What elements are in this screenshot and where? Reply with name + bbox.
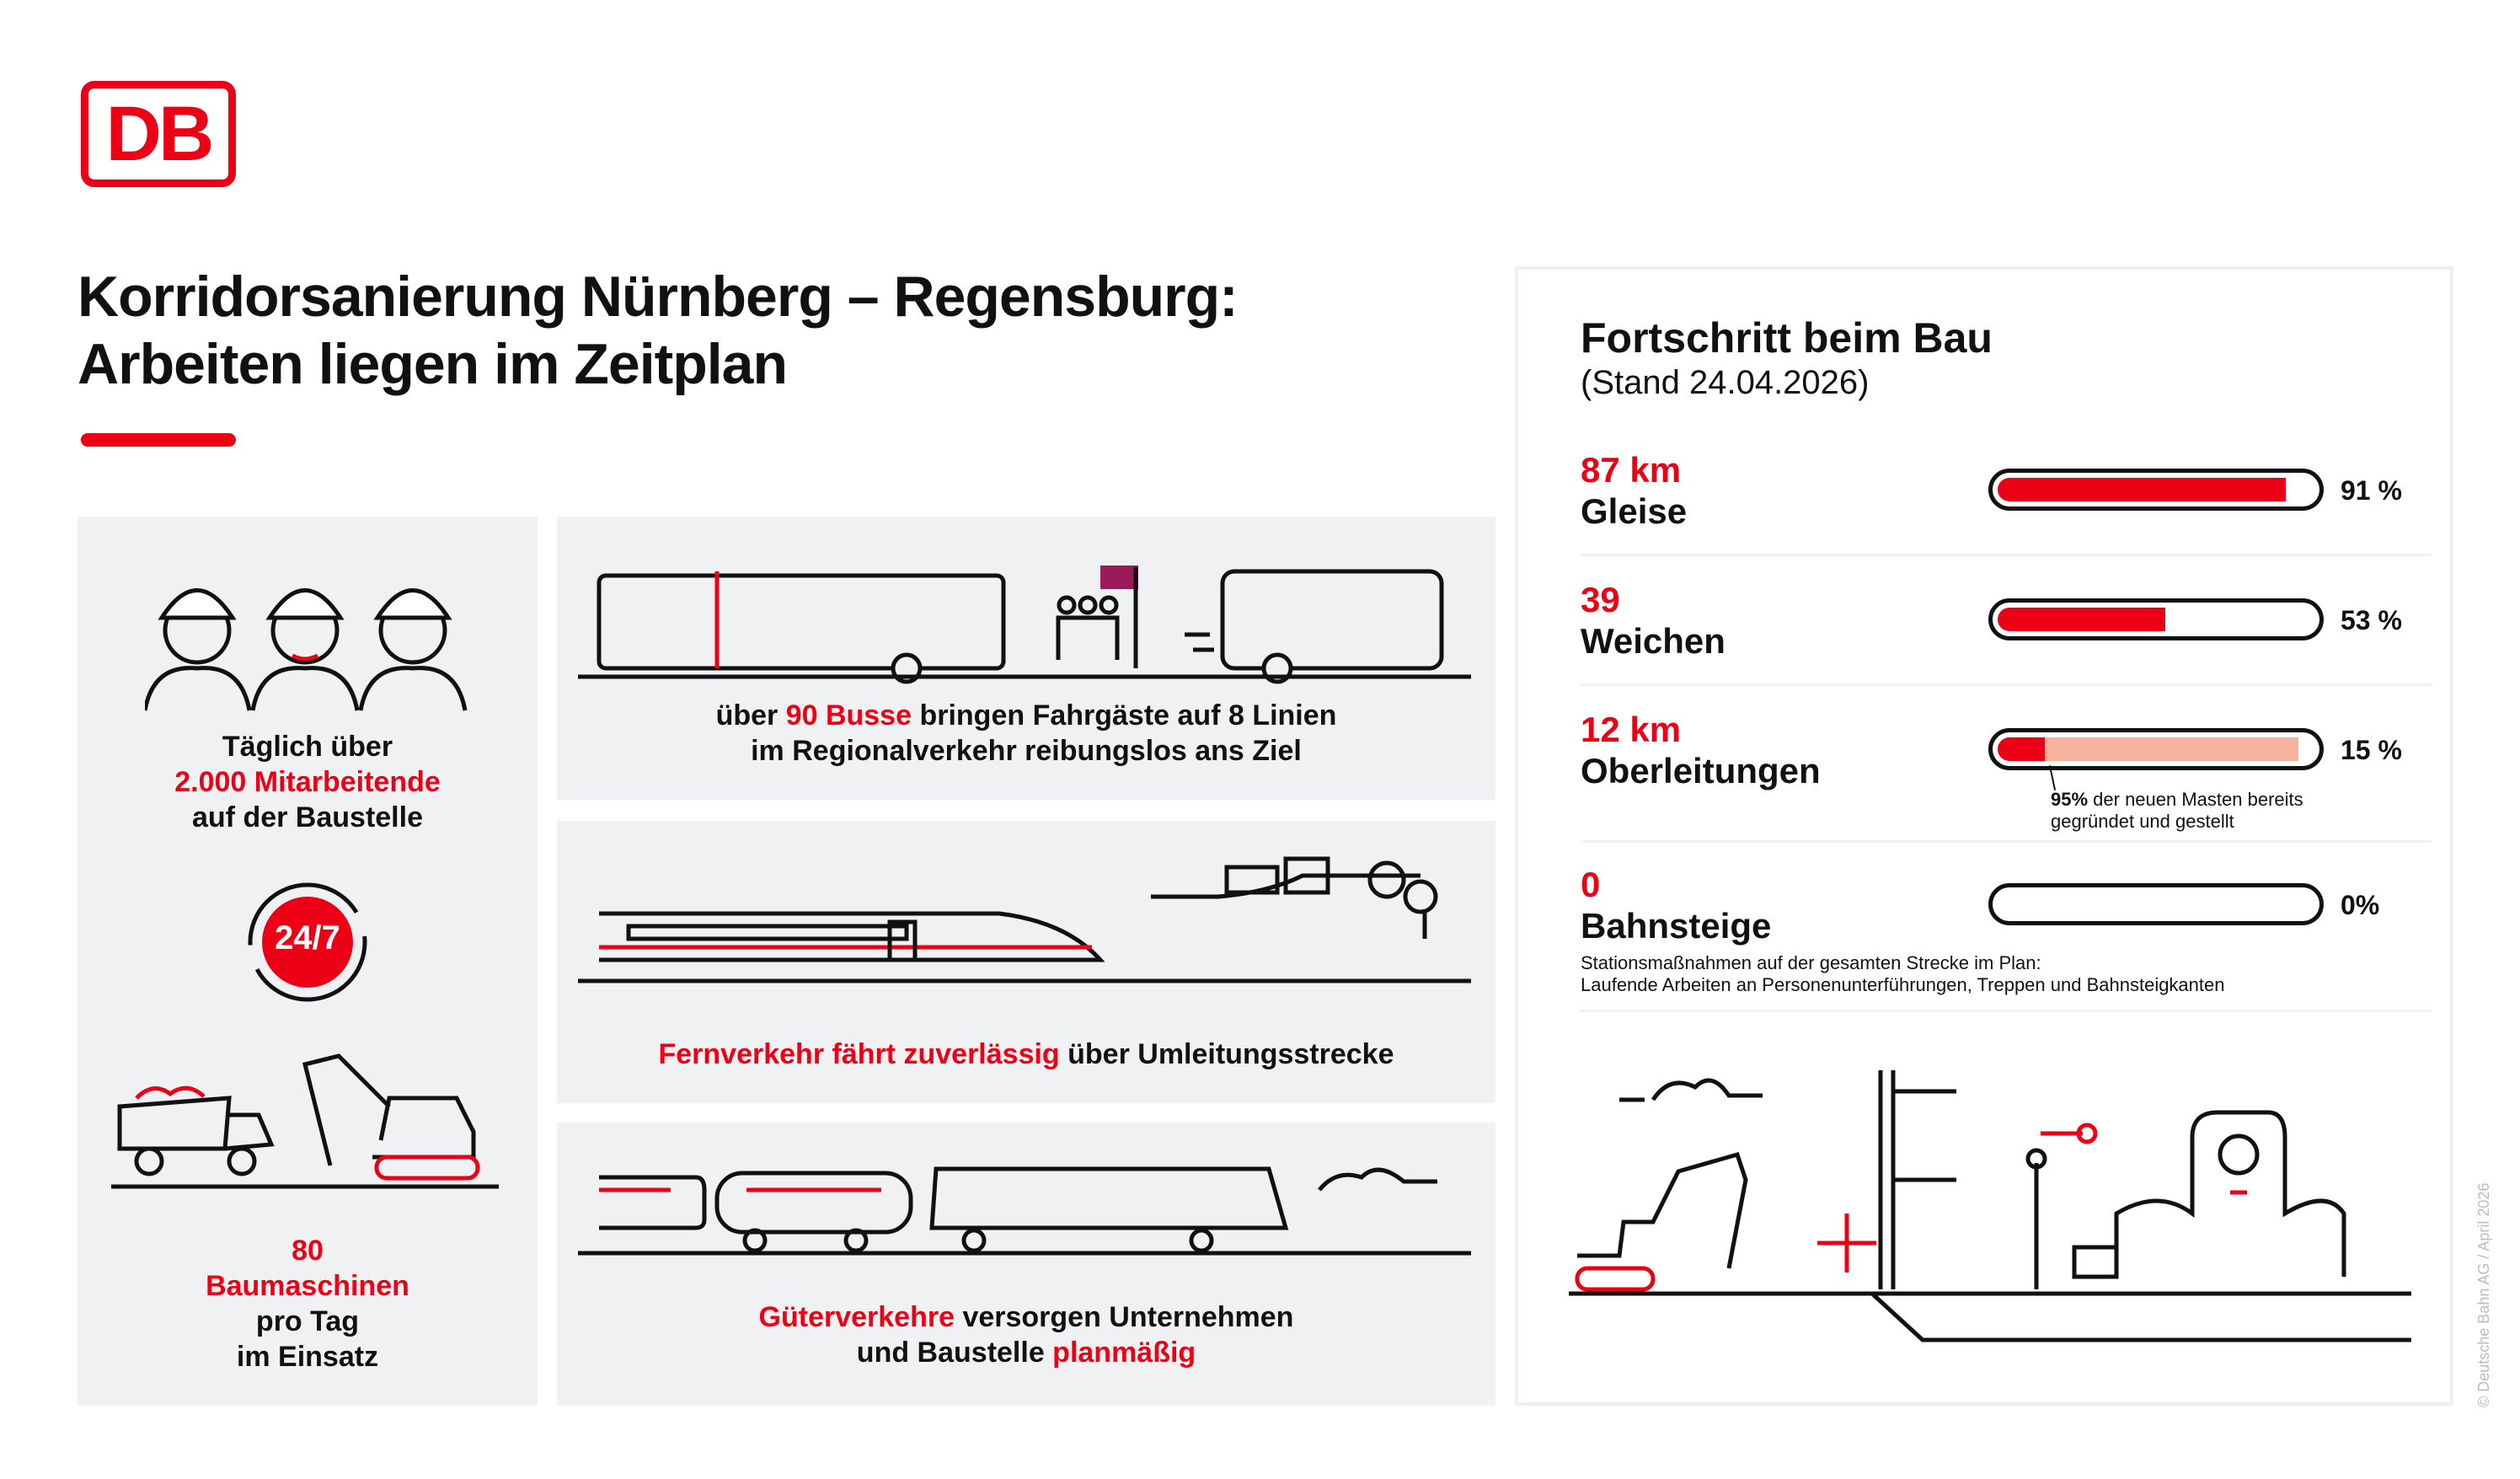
24-7-badge: 24/7 [244,879,371,1005]
divider [1581,554,2432,556]
progress-bar [1988,883,2324,925]
caption-highlight: Güterverkehre [758,1301,955,1333]
progress-row-bahnsteige: 0 Bahnsteige 0% Stationsmaßnahmen auf de… [1581,865,2432,996]
stations-note: Stationsmaßnahmen auf der gesamten Strec… [1581,952,2432,996]
row-percent: 91 % [2341,475,2402,506]
row-label: Weichen [1581,621,1725,661]
logo-text: DB [105,90,215,177]
caption-highlight: 80 [292,1235,324,1267]
badge-text: 24/7 [275,919,340,957]
progress-row-gleise: 87 km Gleise 91 % [1581,450,2432,533]
caption-highlight: 2.000 Mitarbeitende [174,766,441,798]
progress-card: Fortschritt beim Bau (Stand 24.04.2026) … [1515,266,2453,1406]
caption-highlight: 90 Busse [785,699,912,731]
long-distance-panel: Fernverkehr fährt zuverlässig über Umlei… [557,821,1495,1103]
row-label: Gleise [1581,491,1688,531]
divider [1581,840,2432,843]
progress-row-oberleitungen: 12 km Oberleitungen 15 % 95% der neuen M… [1581,710,2432,832]
caption-line: im Einsatz [236,1341,379,1373]
long-distance-caption: Fernverkehr fährt zuverlässig über Umlei… [557,1037,1495,1072]
progress-fill [1998,608,2166,631]
copyright: © Deutsche Bahn AG / April 2026 [2475,1182,2492,1407]
caption-line: Täglich über [222,731,393,763]
title-underline [81,433,236,447]
caption-text: über [715,699,786,731]
title-line-1: Korridorsanierung Nürnberg – Regensburg: [78,265,1239,329]
caption-text: über Umleitungsstrecke [1059,1038,1394,1070]
progress-title: Fortschritt beim Bau [1581,314,1993,362]
row-percent: 0% [2341,890,2380,920]
freight-train-icon [578,1166,1471,1256]
caption-text: und Baustelle [856,1337,1053,1369]
row-value: 0 [1581,865,1601,904]
progress-bar [1988,598,2324,640]
progress-bar [1988,469,2324,511]
workers-caption: Täglich über 2.000 Mitarbeitende auf der… [78,729,538,835]
progress-fill [1998,737,2046,761]
cycle-arrows-icon [248,882,367,1002]
note-text: Stationsmaßnahmen auf der gesamten Strec… [1581,952,2041,973]
row-percent: 15 % [2341,735,2402,765]
title-line-2: Arbeiten liegen im Zeitplan [78,332,788,396]
divider [1581,683,2432,686]
caption-line: auf der Baustelle [192,801,423,833]
row-label: Bahnsteige [1581,906,1772,946]
workers-machines-panel: Täglich über 2.000 Mitarbeitende auf der… [78,517,538,1406]
freight-caption: Güterverkehre versorgen Unternehmen und … [557,1299,1495,1370]
db-logo: DB [81,81,236,187]
row-value: 12 km [1581,710,1682,749]
progress-bar [1988,728,2324,770]
freight-panel: Güterverkehre versorgen Unternehmen und … [557,1123,1495,1406]
caption-highlight: planmäßig [1052,1337,1196,1369]
machines-caption: 80 Baumaschinen pro Tag im Einsatz [78,1233,538,1375]
progress-row-weichen: 39 Weichen 53 % [1581,580,2432,662]
workers-icon [145,588,468,711]
caption-highlight: Baumaschinen [206,1270,409,1302]
caption-text: bringen Fahrgäste auf 8 Linien [912,699,1337,731]
bus-caption: über 90 Busse bringen Fahrgäste auf 8 Li… [557,698,1495,769]
bus-replacement-icon [578,565,1471,684]
row-value: 39 [1581,580,1620,619]
caption-line: im Regionalverkehr reibungslos ans Ziel [751,735,1302,767]
progress-fill [1998,478,2287,501]
note-text: gegründet und gestellt [2051,811,2234,832]
caption-text: versorgen Unternehmen [955,1301,1294,1333]
divider [1581,1010,2432,1012]
page-title: Korridorsanierung Nürnberg – Regensburg:… [78,263,1239,398]
caption-line: pro Tag [255,1305,360,1337]
note-text: Laufende Arbeiten an Personenunterführun… [1581,974,2225,995]
row-label: Oberleitungen [1581,751,1821,790]
construction-site-illustration [1569,1070,2411,1342]
secondary-progress-fill [1998,737,2299,761]
bus-panel: über 90 Busse bringen Fahrgäste auf 8 Li… [557,517,1495,800]
construction-machines-icon [111,1053,499,1189]
note-text: der neuen Masten bereits [2088,789,2303,810]
ice-train-icon [578,856,1471,983]
progress-subtitle: (Stand 24.04.2026) [1581,364,1870,401]
caption-highlight: Fernverkehr fährt zuverlässig [658,1038,1060,1070]
note-bold: 95% [2051,789,2089,810]
row-value: 87 km [1581,450,1682,490]
row-percent: 53 % [2341,605,2402,635]
